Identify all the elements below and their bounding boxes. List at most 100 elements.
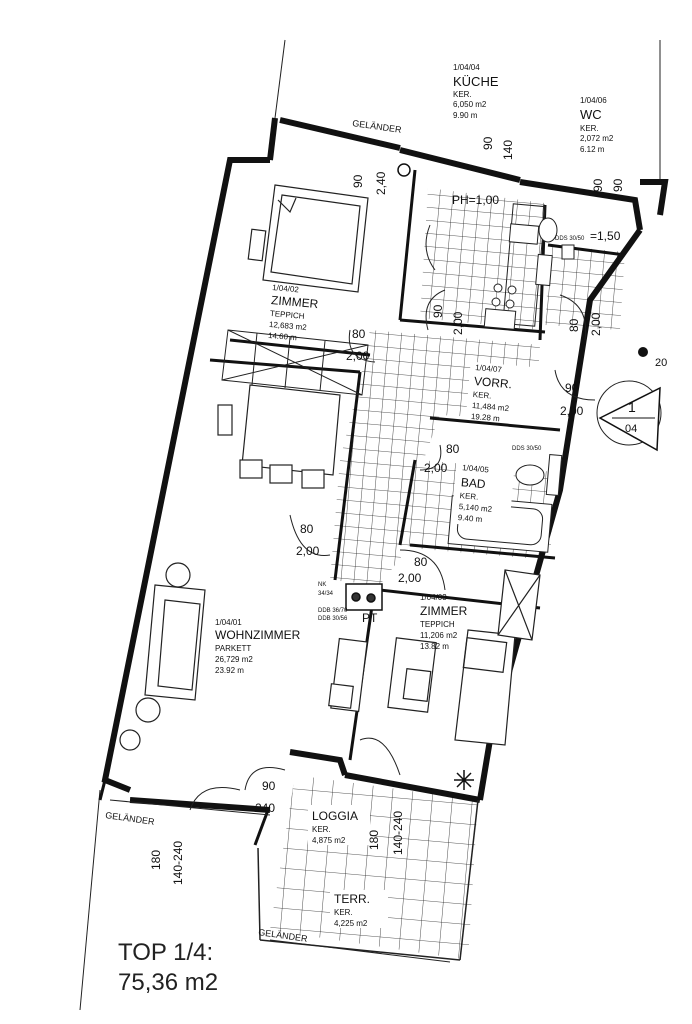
room-id: 1/04/03 xyxy=(420,593,447,602)
small-text: 34/34 xyxy=(318,591,334,597)
small-text: DDS 30/50 xyxy=(512,446,542,452)
dim-label: 90 xyxy=(262,779,276,793)
room-wc: 1/04/06 WC KER. 2,072 m2 6.12 m xyxy=(580,96,614,154)
bed-zimmer1 xyxy=(247,184,369,293)
dim-label: 2,00 xyxy=(346,349,370,363)
room-area: 5,140 m2 xyxy=(458,502,493,514)
room-floor: KER. xyxy=(453,90,472,99)
room-floor: PARKETT xyxy=(215,644,251,653)
room-wohnzimmer: 1/04/01 WOHNZIMMER PARKETT 26,729 m2 23.… xyxy=(215,618,301,675)
dim-label: 2,00 xyxy=(424,461,448,475)
dim-label: PH=1,00 xyxy=(452,193,499,207)
dim-label: 140-240 xyxy=(391,811,405,855)
dim-label: 90 xyxy=(431,304,445,318)
apartment-title: TOP 1/4: xyxy=(118,939,214,966)
dim-label: 140 xyxy=(501,140,515,160)
dim-label: 2,00 xyxy=(560,404,584,418)
small-text: PT xyxy=(362,611,378,625)
room-id: 1/04/06 xyxy=(580,96,607,105)
dim-label: 2,00 xyxy=(296,544,320,558)
small-text: DDS 30/50 xyxy=(555,236,585,242)
dimension-labels: 90 2,40 90 140 90 90 PH=1,00 =1,50 80 2,… xyxy=(149,136,625,885)
room-area: 4,225 m2 xyxy=(334,919,368,928)
shaft xyxy=(345,583,383,611)
room-perimeter: 23.92 m xyxy=(215,666,244,675)
wc-fixtures xyxy=(535,217,575,287)
dim-label: 2,00 xyxy=(451,311,465,335)
room-id: 1/04/01 xyxy=(215,618,242,627)
room-terrasse: TERR. KER. 4,225 m2 xyxy=(330,890,388,928)
room-kueche: 1/04/04 KÜCHE KER. 6,050 m2 9.90 m xyxy=(453,63,499,120)
dim-label: 2,40 xyxy=(374,171,388,195)
room-name: BAD xyxy=(460,475,486,491)
room-area: 11,484 m2 xyxy=(472,401,510,413)
room-area: 26,729 m2 xyxy=(215,655,253,664)
room-perimeter: 6.12 m xyxy=(580,145,605,154)
sofa xyxy=(119,562,206,751)
room-area: 2,072 m2 xyxy=(580,134,614,143)
room-name: KÜCHE xyxy=(453,74,499,89)
room-id: 1/04/02 xyxy=(272,283,300,294)
room-id: 1/04/05 xyxy=(462,463,490,474)
dim-label: 80 xyxy=(352,327,366,341)
small-text: DDB 30/56 xyxy=(318,616,348,622)
dim-label: 2,00 xyxy=(398,571,422,585)
room-zimmer-1: 1/04/02 ZIMMER TEPPICH 12,683 m2 14.60 m xyxy=(268,283,320,343)
dim-label: 180 xyxy=(149,850,163,870)
dim-label: 90 xyxy=(565,381,579,395)
room-id: 1/04/07 xyxy=(475,363,503,374)
dim-label: 240 xyxy=(255,801,275,815)
wc-tiles xyxy=(545,245,625,330)
railing-label-left: GELÄNDER xyxy=(105,810,156,827)
plant-icon xyxy=(397,163,474,790)
section-sheet: 04 xyxy=(625,423,637,435)
room-zimmer-2: 1/04/03 ZIMMER TEPPICH 11,206 m2 13.82 m xyxy=(420,593,468,651)
room-name: LOGGIA xyxy=(312,809,358,823)
room-area: 12,683 m2 xyxy=(269,320,308,332)
room-floor: KER. xyxy=(580,124,599,133)
dim-label: 90 xyxy=(591,178,605,192)
room-floor: KER. xyxy=(334,908,353,917)
room-bad: 1/04/05 BAD KER. 5,140 m2 9.40 m xyxy=(451,461,515,529)
dim-label: 90 xyxy=(351,174,365,188)
kitchen-appliances xyxy=(483,203,546,330)
room-name: WC xyxy=(580,107,602,122)
dim-label: 90 xyxy=(611,178,625,192)
dim-label: =1,50 xyxy=(590,229,621,243)
small-text: NK xyxy=(318,582,326,588)
room-name: WOHNZIMMER xyxy=(215,628,301,642)
room-perimeter: 13.82 m xyxy=(420,642,449,651)
wardrobe-1 xyxy=(221,329,369,396)
room-floor: TEPPICH xyxy=(420,620,455,629)
room-perimeter: 19.28 m xyxy=(471,412,501,424)
dim-label: 80 xyxy=(446,442,460,456)
section-number: 1 xyxy=(628,399,636,415)
room-id: 1/04/04 xyxy=(453,63,480,72)
room-floor: TEPPICH xyxy=(270,309,306,321)
room-name: ZIMMER xyxy=(420,604,468,618)
room-area: 11,206 m2 xyxy=(420,631,458,640)
tv-unit xyxy=(328,637,368,713)
room-loggia: LOGGIA KER. 4,875 m2 xyxy=(308,805,370,845)
dim-label: 80 xyxy=(300,522,314,536)
dim-label: 180 xyxy=(367,830,381,850)
room-vorraum: 1/04/07 VORR. KER. 11,484 m2 19.28 m xyxy=(465,361,541,426)
section-marker: 1 04 20 xyxy=(596,347,667,452)
room-name: VORR. xyxy=(473,374,512,391)
room-floor: KER. xyxy=(312,825,331,834)
dim-label: 90 xyxy=(481,136,495,150)
room-floor: KER. xyxy=(472,390,491,401)
room-perimeter: 14.60 m xyxy=(268,331,298,343)
outer-walls xyxy=(101,117,669,813)
railing-label-top: GELÄNDER xyxy=(352,118,403,135)
small-text: DDB 36/70 xyxy=(318,608,348,614)
dim-label: 80 xyxy=(414,555,428,569)
dim-label: 80 xyxy=(567,318,581,332)
dim-label: 2,00 xyxy=(589,312,603,336)
room-name: TERR. xyxy=(334,892,370,906)
room-floor: KER. xyxy=(459,491,478,502)
apartment-area: 75,36 m2 xyxy=(118,969,219,996)
door-swings xyxy=(189,224,596,811)
